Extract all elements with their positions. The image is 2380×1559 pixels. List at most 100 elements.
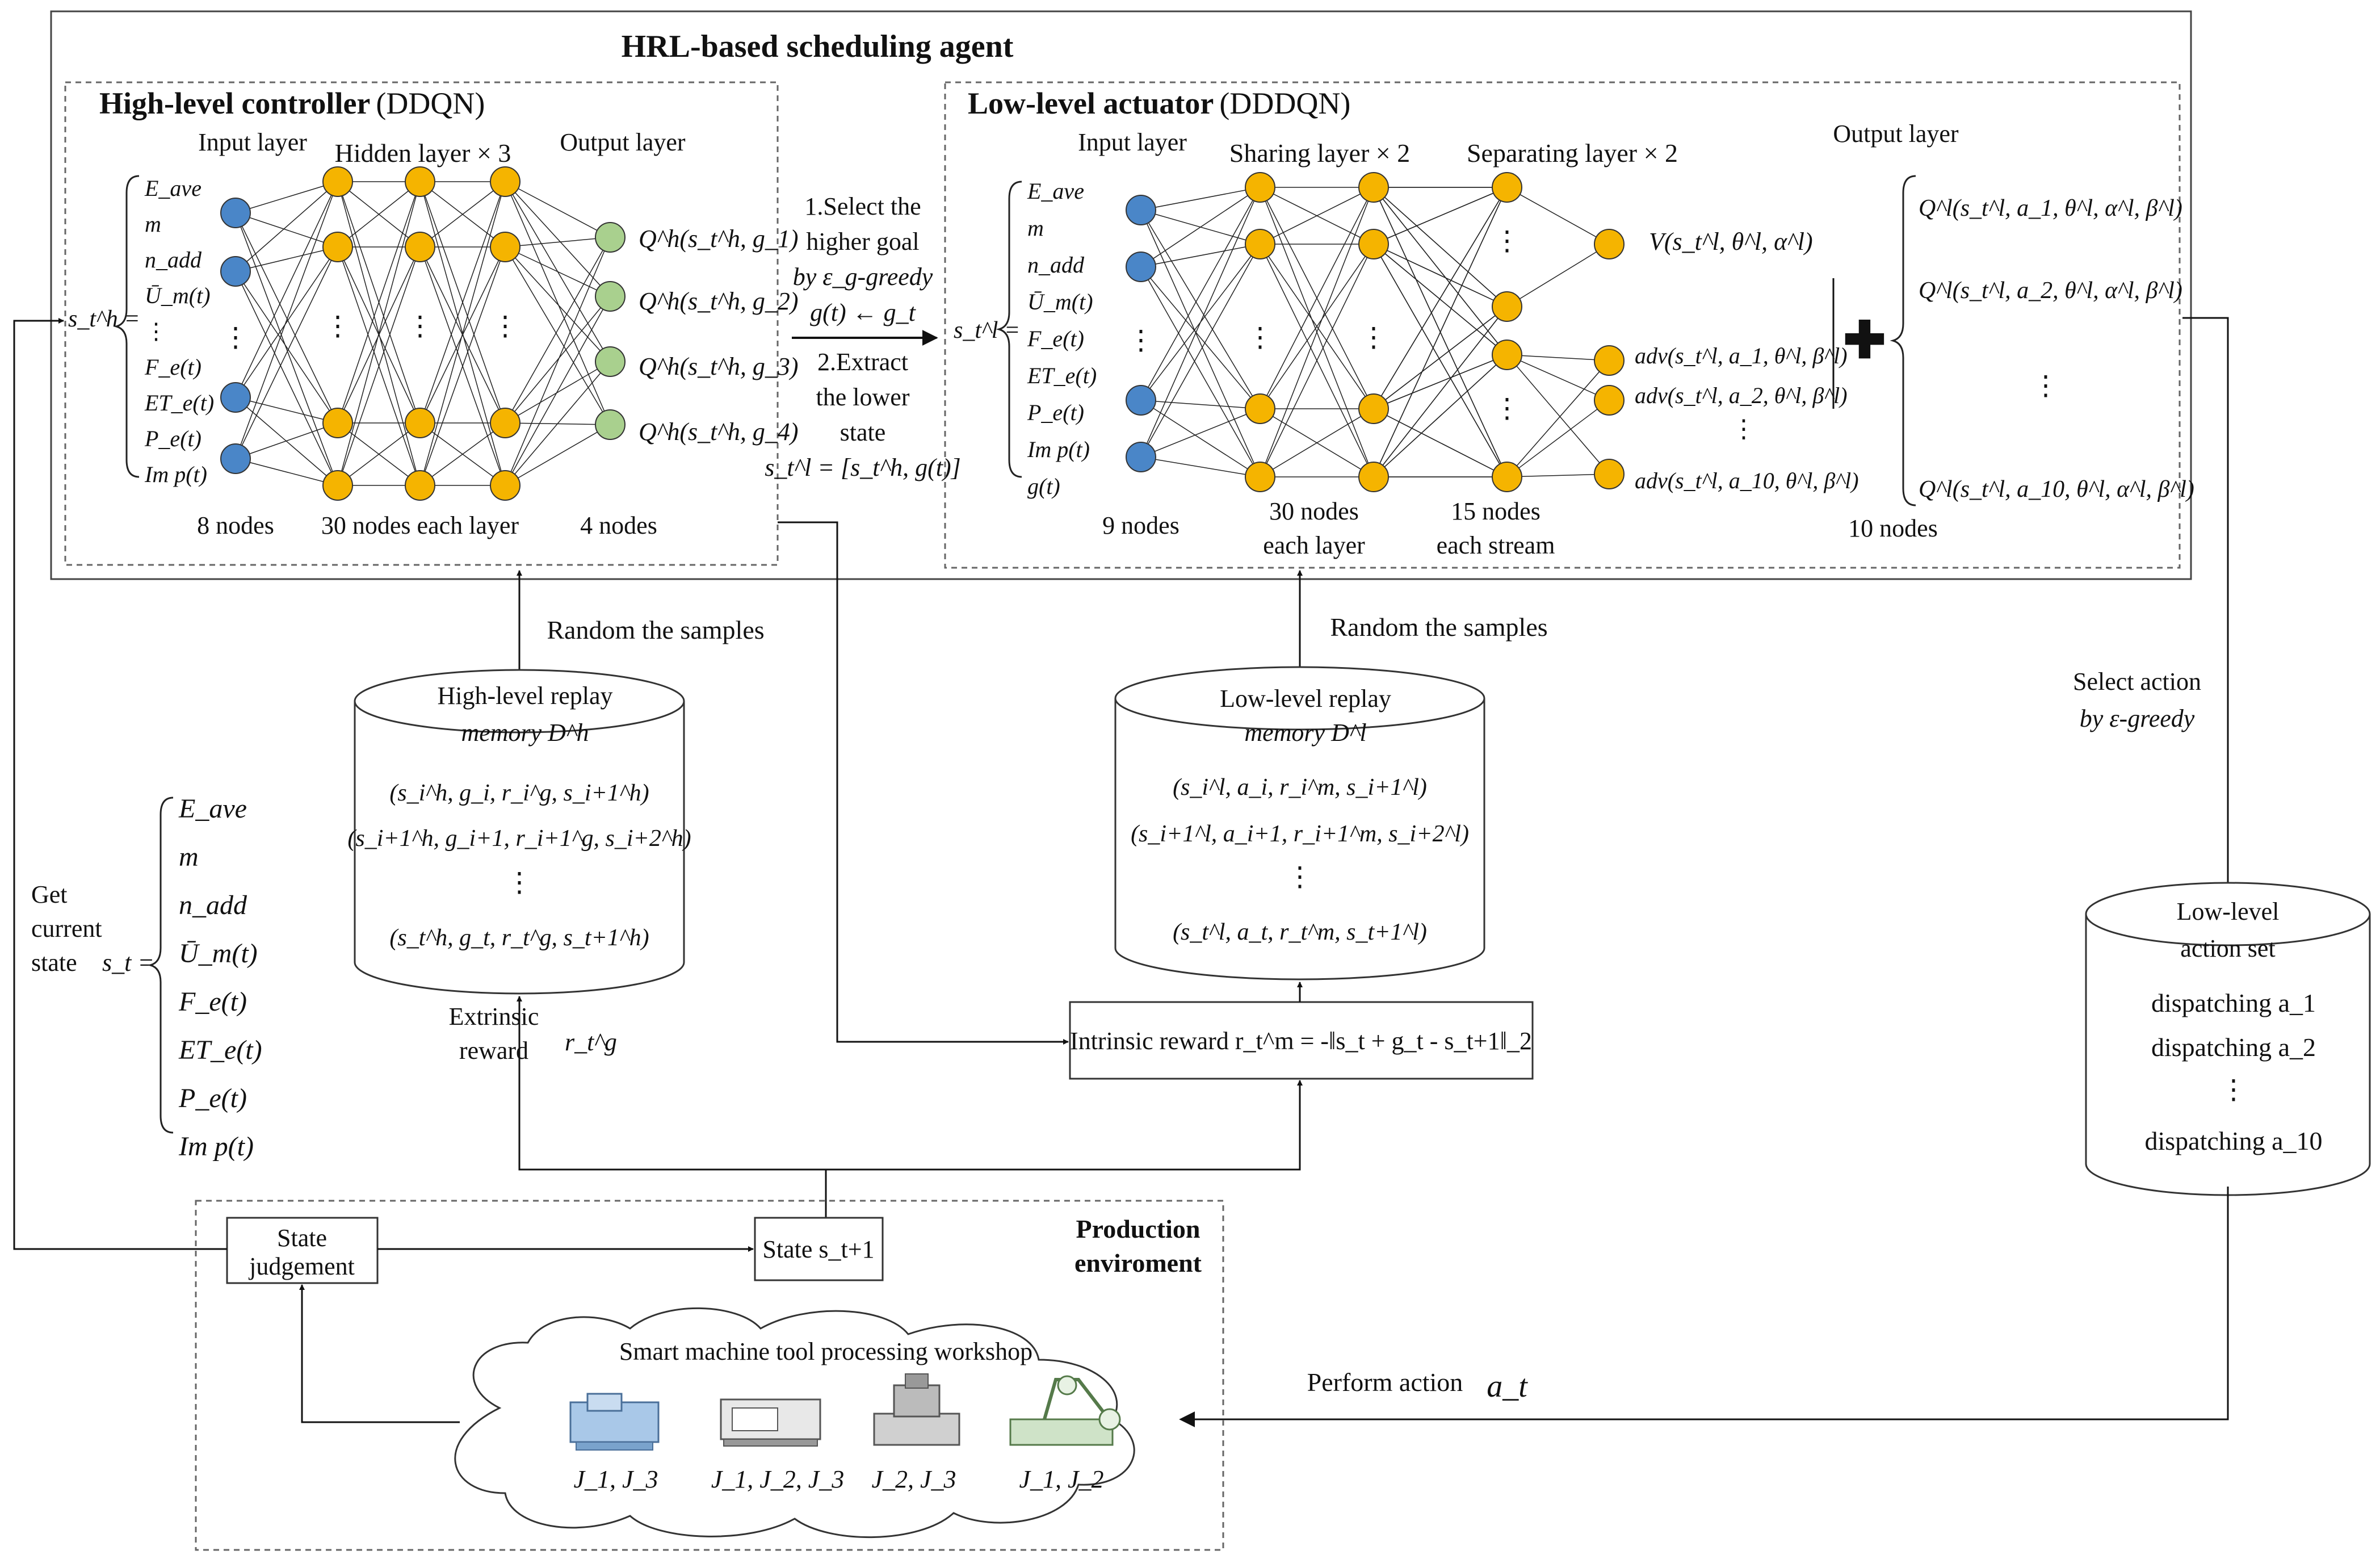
high-ellipsis-l1-1: ⋮ xyxy=(222,322,249,353)
low-ellipsis-l2-1: ⋮ xyxy=(1246,322,1274,353)
low-output-q-3: ⋮ xyxy=(2032,371,2059,401)
low-output-q-1: Q^l(s_t^l, a_1, θ^l, α^l, β^l) xyxy=(1919,195,2182,221)
low-edge xyxy=(1140,244,1261,267)
current-state-brace xyxy=(147,797,174,1134)
high-edge xyxy=(419,422,506,486)
machine-4-label: J_1, J_2 xyxy=(1019,1465,1103,1493)
high-level-network: ⋮⋮⋮⋮ xyxy=(220,166,626,501)
q-to-action-line xyxy=(2182,317,2231,898)
high-edge xyxy=(235,422,338,459)
high-node-l4-2 xyxy=(490,232,521,262)
low-edge xyxy=(1260,244,1374,409)
low-output-brace xyxy=(1890,175,1916,506)
high-state-item-4: Ū_m(t) xyxy=(145,283,211,308)
low-edge xyxy=(1373,306,1508,477)
high-node-l5-3 xyxy=(595,346,626,377)
low-edge xyxy=(1506,244,1610,307)
extrinsic-reward-2: reward xyxy=(459,1037,528,1065)
low-replay-memory: Low-level replay memory D^l (s_i^l, a_i,… xyxy=(1114,666,1485,980)
low-edge xyxy=(1373,244,1508,477)
state-judgement-2: judgement xyxy=(248,1252,355,1280)
high-edge xyxy=(337,246,421,486)
low-node-l4-3 xyxy=(1492,340,1522,370)
high-output-q-1: Q^h(s_t^h, g_1) xyxy=(639,225,799,253)
high-edge xyxy=(419,246,506,486)
low-edge xyxy=(1373,187,1508,409)
machine-1: J_1, J_3 xyxy=(569,1393,660,1493)
low-state-item-2: m xyxy=(1027,215,1044,241)
low-nodes-separating-2: each stream xyxy=(1437,531,1555,559)
low-ellipsis-l4-2: ⋮ xyxy=(1493,393,1521,424)
low-node-l3-4 xyxy=(1358,462,1389,492)
low-node-l5-1 xyxy=(1594,229,1625,259)
high-edge xyxy=(505,181,611,297)
high-node-l3-1 xyxy=(405,166,435,197)
high-node-l5-4 xyxy=(595,409,626,440)
current-state-symbol: s_t = xyxy=(102,949,154,977)
low-edge xyxy=(1140,187,1261,267)
high-level-outputs: Q^h(s_t^h, g_1) Q^h(s_t^h, g_2) Q^h(s_t^h,… xyxy=(639,225,799,446)
high-edge xyxy=(235,181,338,398)
middle-steps: 1.Select the higher goal by ε_g-greedy g… xyxy=(765,192,961,481)
low-ellipsis-l1-1: ⋮ xyxy=(1127,325,1155,355)
machine-1-label: J_1, J_3 xyxy=(573,1465,658,1493)
low-stream-connections xyxy=(1373,187,1610,477)
high-node-l4-1 xyxy=(490,166,521,197)
select-action-2: by ε-greedy xyxy=(2080,705,2195,732)
high-connections xyxy=(235,181,611,486)
low-node-l2-3 xyxy=(1245,393,1275,424)
high-node-l2-3 xyxy=(322,408,353,438)
high-edge xyxy=(235,246,338,398)
machine-3: J_2, J_3 xyxy=(871,1373,960,1493)
agent-title: HRL-based scheduling agent xyxy=(622,29,1014,64)
low-edge xyxy=(1373,306,1508,409)
state-next-text: State s_t+1 xyxy=(762,1235,874,1263)
step1-line2: higher goal xyxy=(806,228,919,255)
low-output-q-4: Q^l(s_t^l, a_10, θ^l, α^l, β^l) xyxy=(1919,476,2194,502)
low-memory-title-2: memory D^l xyxy=(1244,719,1366,747)
low-state-item-1: E_ave xyxy=(1027,178,1084,204)
high-node-l1-4 xyxy=(220,443,251,474)
current-state-item-5: F_e(t) xyxy=(178,987,247,1017)
high-node-l1-2 xyxy=(220,256,251,287)
high-nodes-output: 4 nodes xyxy=(580,512,657,539)
low-node-l5-4 xyxy=(1594,459,1625,489)
low-edge xyxy=(1506,400,1610,477)
low-node-l2-1 xyxy=(1245,172,1275,203)
high-node-l3-3 xyxy=(405,408,435,438)
high-output-q-2: Q^h(s_t^h, g_2) xyxy=(639,287,799,315)
next-state-to-rewards xyxy=(518,1138,827,1223)
low-state-item-6: ET_e(t) xyxy=(1027,363,1097,388)
current-state-item-7: P_e(t) xyxy=(178,1083,247,1113)
current-state-label-3: state xyxy=(31,949,77,977)
low-edge xyxy=(1373,354,1508,477)
high-node-l2-2 xyxy=(322,232,353,262)
high-nodes-input: 8 nodes xyxy=(197,512,274,539)
low-ellipsis-l4-1: ⋮ xyxy=(1493,226,1521,256)
high-ellipsis-l4-1: ⋮ xyxy=(492,311,519,341)
current-state-block: Get current state s_t = E_avemn_addŪ_m(t… xyxy=(31,794,262,1162)
high-state-item-2: m xyxy=(145,211,161,237)
low-state-item-8: Im p(t) xyxy=(1027,437,1090,462)
low-edge xyxy=(1373,354,1508,409)
low-node-l1-1 xyxy=(1126,195,1156,225)
low-node-l1-4 xyxy=(1126,442,1156,472)
random-samples-right: Random the samples xyxy=(1330,613,1547,642)
low-edge xyxy=(1260,408,1374,477)
high-edge xyxy=(235,181,338,459)
state-next-box xyxy=(754,1217,884,1281)
low-separating-layer-label: Separating layer × 2 xyxy=(1467,139,1678,167)
combine-plus: ✚ xyxy=(1843,313,1886,369)
high-ellipsis-l3-1: ⋮ xyxy=(406,311,434,341)
low-state-item-5: F_e(t) xyxy=(1027,326,1084,351)
low-edge xyxy=(1260,244,1374,477)
low-node-l3-3 xyxy=(1358,393,1389,424)
low-edge xyxy=(1506,360,1610,477)
high-level-frame xyxy=(64,81,779,566)
extrinsic-reward-1: Extrinsic xyxy=(449,1003,539,1030)
low-state-brace xyxy=(996,181,1022,478)
machine-4: J_1, J_2 xyxy=(1009,1375,1121,1493)
high-edge xyxy=(505,246,611,425)
high-output-q-4: Q^h(s_t^h, g_4) xyxy=(639,418,799,446)
high-node-l2-1 xyxy=(322,166,353,197)
